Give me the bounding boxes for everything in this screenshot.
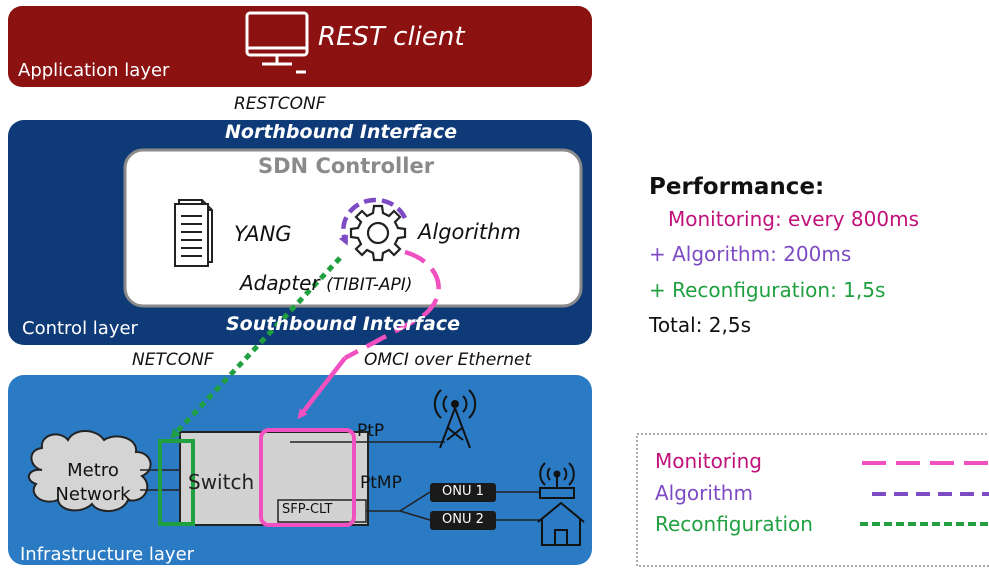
performance-monitoring: Monitoring: every 800ms: [668, 207, 919, 231]
switch-label: Switch: [188, 470, 255, 494]
sfp-clt-label: SFP-CLT: [282, 502, 333, 517]
northbound-interface-label: Northbound Interface: [225, 121, 458, 143]
ptp-label: PtP: [357, 421, 385, 441]
adapter-text: Adapter: [240, 271, 320, 295]
onu2-label: ONU 2: [442, 512, 484, 527]
legend-algorithm-label: Algorithm: [655, 481, 753, 505]
netconf-arrow: [170, 256, 342, 439]
monitoring-arrow-lower: [297, 356, 347, 420]
ptmp-label: PtMP: [360, 473, 402, 493]
adapter-label: Adapter (TIBIT-API): [240, 271, 412, 295]
application-layer-label: Application layer: [18, 60, 170, 81]
algorithm-label: Algorithm: [418, 220, 521, 244]
omci-label: OMCI over Ethernet: [364, 350, 532, 370]
performance-title: Performance:: [649, 174, 825, 200]
house-icon: [537, 501, 585, 546]
rest-client-label: REST client: [318, 22, 465, 52]
network-links: [140, 441, 540, 521]
restconf-label: RESTCONF: [234, 94, 326, 114]
performance-reconfiguration: + Reconfiguration: 1,5s: [649, 278, 886, 302]
performance-total: Total: 2,5s: [649, 313, 752, 337]
monitoring-arrow-upper: [343, 249, 441, 360]
legend-monitoring-label: Monitoring: [655, 449, 762, 473]
metro-line2: Network: [55, 484, 131, 505]
antenna-tower-icon: [433, 389, 477, 449]
legend-box: [636, 433, 989, 567]
metro-network-label: Metro Network: [48, 459, 138, 507]
netconf-label: NETCONF: [132, 350, 214, 370]
omci-endpoint-highlight: [259, 428, 356, 527]
onu1-box: [430, 483, 496, 502]
document-icon: [174, 199, 213, 267]
legend-reconfiguration-label: Reconfiguration: [655, 512, 813, 536]
gear-icon: [349, 204, 407, 262]
sdn-controller-title: SDN Controller: [258, 154, 435, 178]
infrastructure-layer-label: Infrastructure layer: [20, 544, 195, 565]
metro-line1: Metro: [67, 460, 119, 481]
netconf-endpoint-highlight: [158, 439, 195, 526]
adapter-api-text: (TIBIT-API): [326, 275, 413, 295]
onu2-box: [430, 511, 496, 530]
performance-algorithm: + Algorithm: 200ms: [649, 242, 852, 266]
southbound-interface-label: Southbound Interface: [226, 313, 460, 335]
control-layer-label: Control layer: [22, 318, 138, 339]
yang-label: YANG: [234, 222, 292, 246]
router-icon: [539, 462, 575, 499]
cloud-icon: [27, 430, 152, 512]
onu1-label: ONU 1: [442, 484, 484, 499]
computer-icon: [245, 11, 309, 74]
